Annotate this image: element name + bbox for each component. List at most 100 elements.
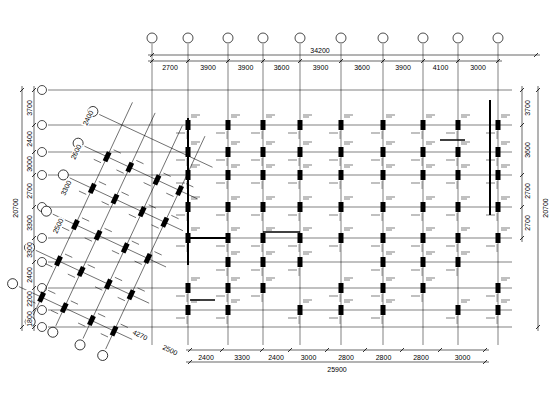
annotation-stroke — [231, 115, 240, 116]
column — [261, 233, 266, 243]
annotation-stroke — [371, 215, 380, 216]
annotation-stroke — [266, 117, 272, 118]
annotation-stroke — [262, 268, 263, 276]
column — [496, 170, 501, 180]
annotation-stroke — [299, 131, 300, 139]
dimension-text: 3900 — [312, 64, 330, 71]
dimension-tick — [20, 88, 24, 92]
annotation-stroke — [386, 144, 392, 145]
annotation-stroke — [138, 288, 145, 291]
column — [298, 233, 303, 243]
dimension-text: 2400 — [26, 130, 33, 148]
axis-line — [19, 287, 132, 340]
annotation-stroke — [95, 287, 102, 290]
axis-bubble — [38, 148, 47, 157]
annotation-stroke — [266, 167, 272, 168]
annotation-stroke — [426, 144, 432, 145]
wall — [440, 139, 465, 141]
annotation-stroke — [299, 213, 300, 221]
annotation-stroke — [231, 165, 240, 166]
column — [186, 283, 191, 293]
annotation-stroke — [78, 323, 85, 326]
annotation-stroke — [426, 115, 435, 116]
axis-line — [383, 44, 384, 345]
annotation-stroke — [116, 170, 123, 173]
dimension-tick — [150, 59, 154, 63]
annotation-stroke — [411, 133, 420, 134]
annotation-stroke — [231, 302, 237, 303]
axis-line — [33, 102, 132, 315]
column — [339, 283, 344, 293]
annotation-stroke — [112, 251, 119, 254]
annotation-stroke — [344, 117, 350, 118]
annotation-stroke — [497, 244, 498, 252]
dimension-text: 2500 — [51, 217, 65, 236]
annotation-stroke — [227, 181, 228, 189]
column — [77, 266, 86, 277]
dimension-tick — [534, 53, 538, 57]
dimension-tick — [520, 236, 524, 240]
annotation-stroke — [344, 300, 353, 301]
annotation-stroke — [303, 254, 309, 255]
annotation-stroke — [251, 133, 260, 134]
dimension-text: 20700 — [12, 197, 19, 218]
column — [226, 120, 231, 130]
annotation-stroke — [486, 215, 495, 216]
column — [496, 283, 501, 293]
annotation-stroke — [266, 142, 275, 143]
annotation-stroke — [191, 300, 200, 301]
column — [261, 170, 266, 180]
annotation-stroke — [216, 246, 225, 247]
column — [226, 257, 231, 267]
annotation-stroke — [371, 270, 380, 271]
column — [421, 120, 426, 130]
column — [339, 120, 344, 130]
annotation-stroke — [371, 246, 380, 247]
annotation-stroke — [187, 244, 188, 252]
annotation-stroke — [461, 165, 470, 166]
annotation-stroke — [231, 197, 240, 198]
axis-bubble — [378, 33, 388, 43]
annotation-stroke — [227, 131, 228, 139]
annotation-stroke — [191, 302, 197, 303]
dimension-line — [22, 86, 23, 331]
annotation-stroke — [340, 131, 341, 139]
dimension-lines — [20, 53, 540, 364]
axis-bubble — [46, 326, 59, 339]
column — [421, 202, 426, 212]
annotation-stroke — [299, 181, 300, 189]
annotation-stroke — [386, 252, 395, 253]
column — [127, 289, 136, 300]
annotation-stroke — [497, 316, 498, 324]
annotation-stroke — [85, 238, 92, 241]
column — [339, 305, 344, 315]
dimension-text: 2200 — [26, 290, 33, 308]
annotation-stroke — [386, 115, 395, 116]
column — [339, 233, 344, 243]
annotation-stroke — [382, 181, 383, 189]
annotation-stroke — [251, 270, 260, 271]
annotation-stroke — [486, 183, 495, 184]
dimension-text: 2500 — [161, 343, 180, 357]
annotation-stroke — [105, 228, 112, 231]
annotation-stroke — [266, 228, 275, 229]
dimension-text: 1800 — [26, 310, 33, 328]
column — [261, 202, 266, 212]
dimension-text: 3900 — [199, 64, 217, 71]
dimension-tick — [339, 59, 343, 63]
annotation-stroke — [101, 334, 108, 337]
annotation-stroke — [171, 215, 178, 218]
axis-line — [341, 44, 342, 345]
column — [138, 206, 147, 217]
dimension-tick — [32, 205, 36, 209]
annotation-stroke — [251, 160, 260, 161]
dimension-tick — [400, 348, 404, 352]
annotation-stroke — [386, 228, 395, 229]
column — [186, 305, 191, 315]
annotation-stroke — [501, 165, 510, 166]
annotation-stroke — [382, 158, 383, 166]
axis-bubble — [418, 33, 428, 43]
annotation-stroke — [382, 294, 383, 302]
dimension-tick — [520, 173, 524, 177]
dimension-tick — [32, 88, 36, 92]
